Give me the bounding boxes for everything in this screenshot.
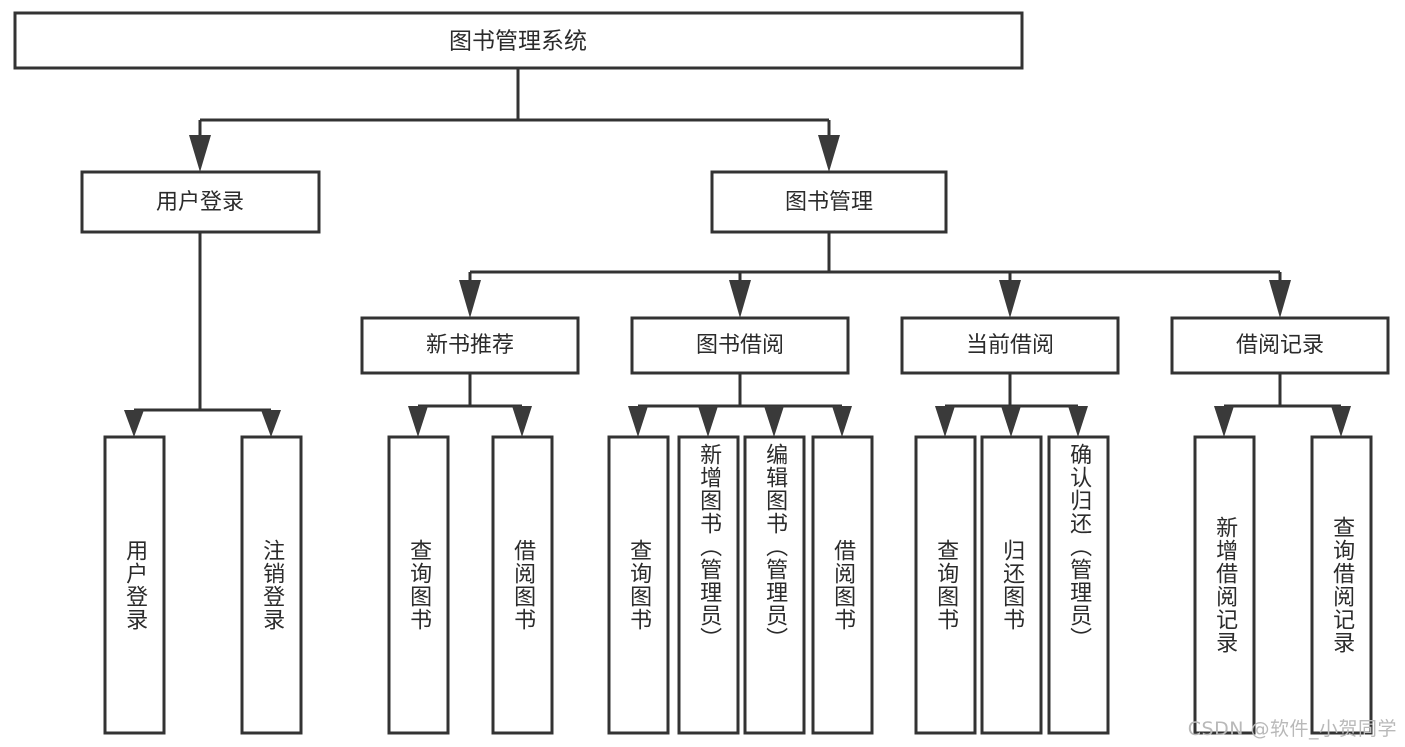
connector-group-new-book	[408, 373, 532, 437]
arrow-bb-leaf1	[628, 406, 648, 437]
arrow-bm-to-currentborrow	[999, 280, 1021, 318]
arrow-userlogin-leaf1	[124, 410, 144, 437]
arrow-br-leaf1	[1214, 406, 1234, 437]
leaf-nb-query-box[interactable]	[387, 435, 450, 735]
node-book-borrow-box[interactable]	[630, 316, 850, 375]
leaf-br-query-box[interactable]	[1310, 435, 1373, 735]
arrow-bb-leaf3	[764, 406, 784, 437]
node-new-book-box[interactable]	[360, 316, 580, 375]
leaf-nb-borrow-box[interactable]	[491, 435, 554, 735]
node-root-title-box[interactable]	[13, 11, 1024, 70]
arrow-bm-to-newbook	[459, 280, 481, 318]
connector-group-borrow-record	[1214, 373, 1351, 437]
leaf-cb-query-box[interactable]	[914, 435, 977, 735]
node-book-manage-box[interactable]	[710, 170, 948, 234]
node-user-login-box[interactable]	[80, 170, 321, 234]
arrow-nb-leaf2	[512, 406, 532, 437]
arrow-cb-leaf2	[1001, 406, 1021, 437]
arrow-bm-to-borrowrecord	[1269, 280, 1291, 318]
node-new-book-label: 新书推荐	[426, 333, 514, 358]
arrow-root-to-bookmanage	[818, 135, 840, 172]
node-borrow-record-box[interactable]	[1170, 316, 1390, 375]
arrow-root-to-userlogin	[189, 135, 211, 172]
leaf-bb-add-box[interactable]	[677, 435, 740, 735]
csdn-watermark: CSDN @软件_小贺同学	[1187, 718, 1397, 740]
leaf-bb-edit-box[interactable]	[743, 435, 806, 735]
arrow-bm-to-bookborrow	[729, 280, 751, 318]
node-borrow-record-label: 借阅记录	[1236, 333, 1324, 358]
arrow-bb-leaf4	[832, 406, 852, 437]
leaf-user-login-box[interactable]	[103, 435, 166, 735]
connector-group-root	[189, 68, 840, 172]
node-root-title-label: 图书管理系统	[449, 29, 587, 55]
connector-group-user-login	[124, 232, 281, 437]
leaf-logout-box[interactable]	[240, 435, 303, 735]
leaf-br-add-box[interactable]	[1193, 435, 1256, 735]
connector-group-book-manage	[459, 232, 1291, 318]
arrow-cb-leaf3	[1068, 406, 1088, 437]
node-book-borrow-label: 图书借阅	[696, 333, 784, 358]
connector-group-current-borrow	[935, 373, 1088, 437]
leaf-cb-return-box[interactable]	[980, 435, 1043, 735]
node-user-login-label: 用户登录	[156, 190, 244, 215]
node-current-borrow-box[interactable]	[900, 316, 1120, 375]
leaf-cb-confirm-box[interactable]	[1047, 435, 1110, 735]
arrow-br-leaf2	[1331, 406, 1351, 437]
node-current-borrow-label: 当前借阅	[966, 333, 1054, 358]
leaf-bb-query-box[interactable]	[607, 435, 670, 735]
arrow-bb-leaf2	[698, 406, 718, 437]
arrow-userlogin-leaf2	[261, 410, 281, 437]
arrow-cb-leaf1	[935, 406, 955, 437]
leaf-bb-borrow-box[interactable]	[811, 435, 874, 735]
connector-group-book-borrow	[628, 373, 852, 437]
node-book-manage-label: 图书管理	[785, 190, 873, 215]
arrow-nb-leaf1	[408, 406, 428, 437]
